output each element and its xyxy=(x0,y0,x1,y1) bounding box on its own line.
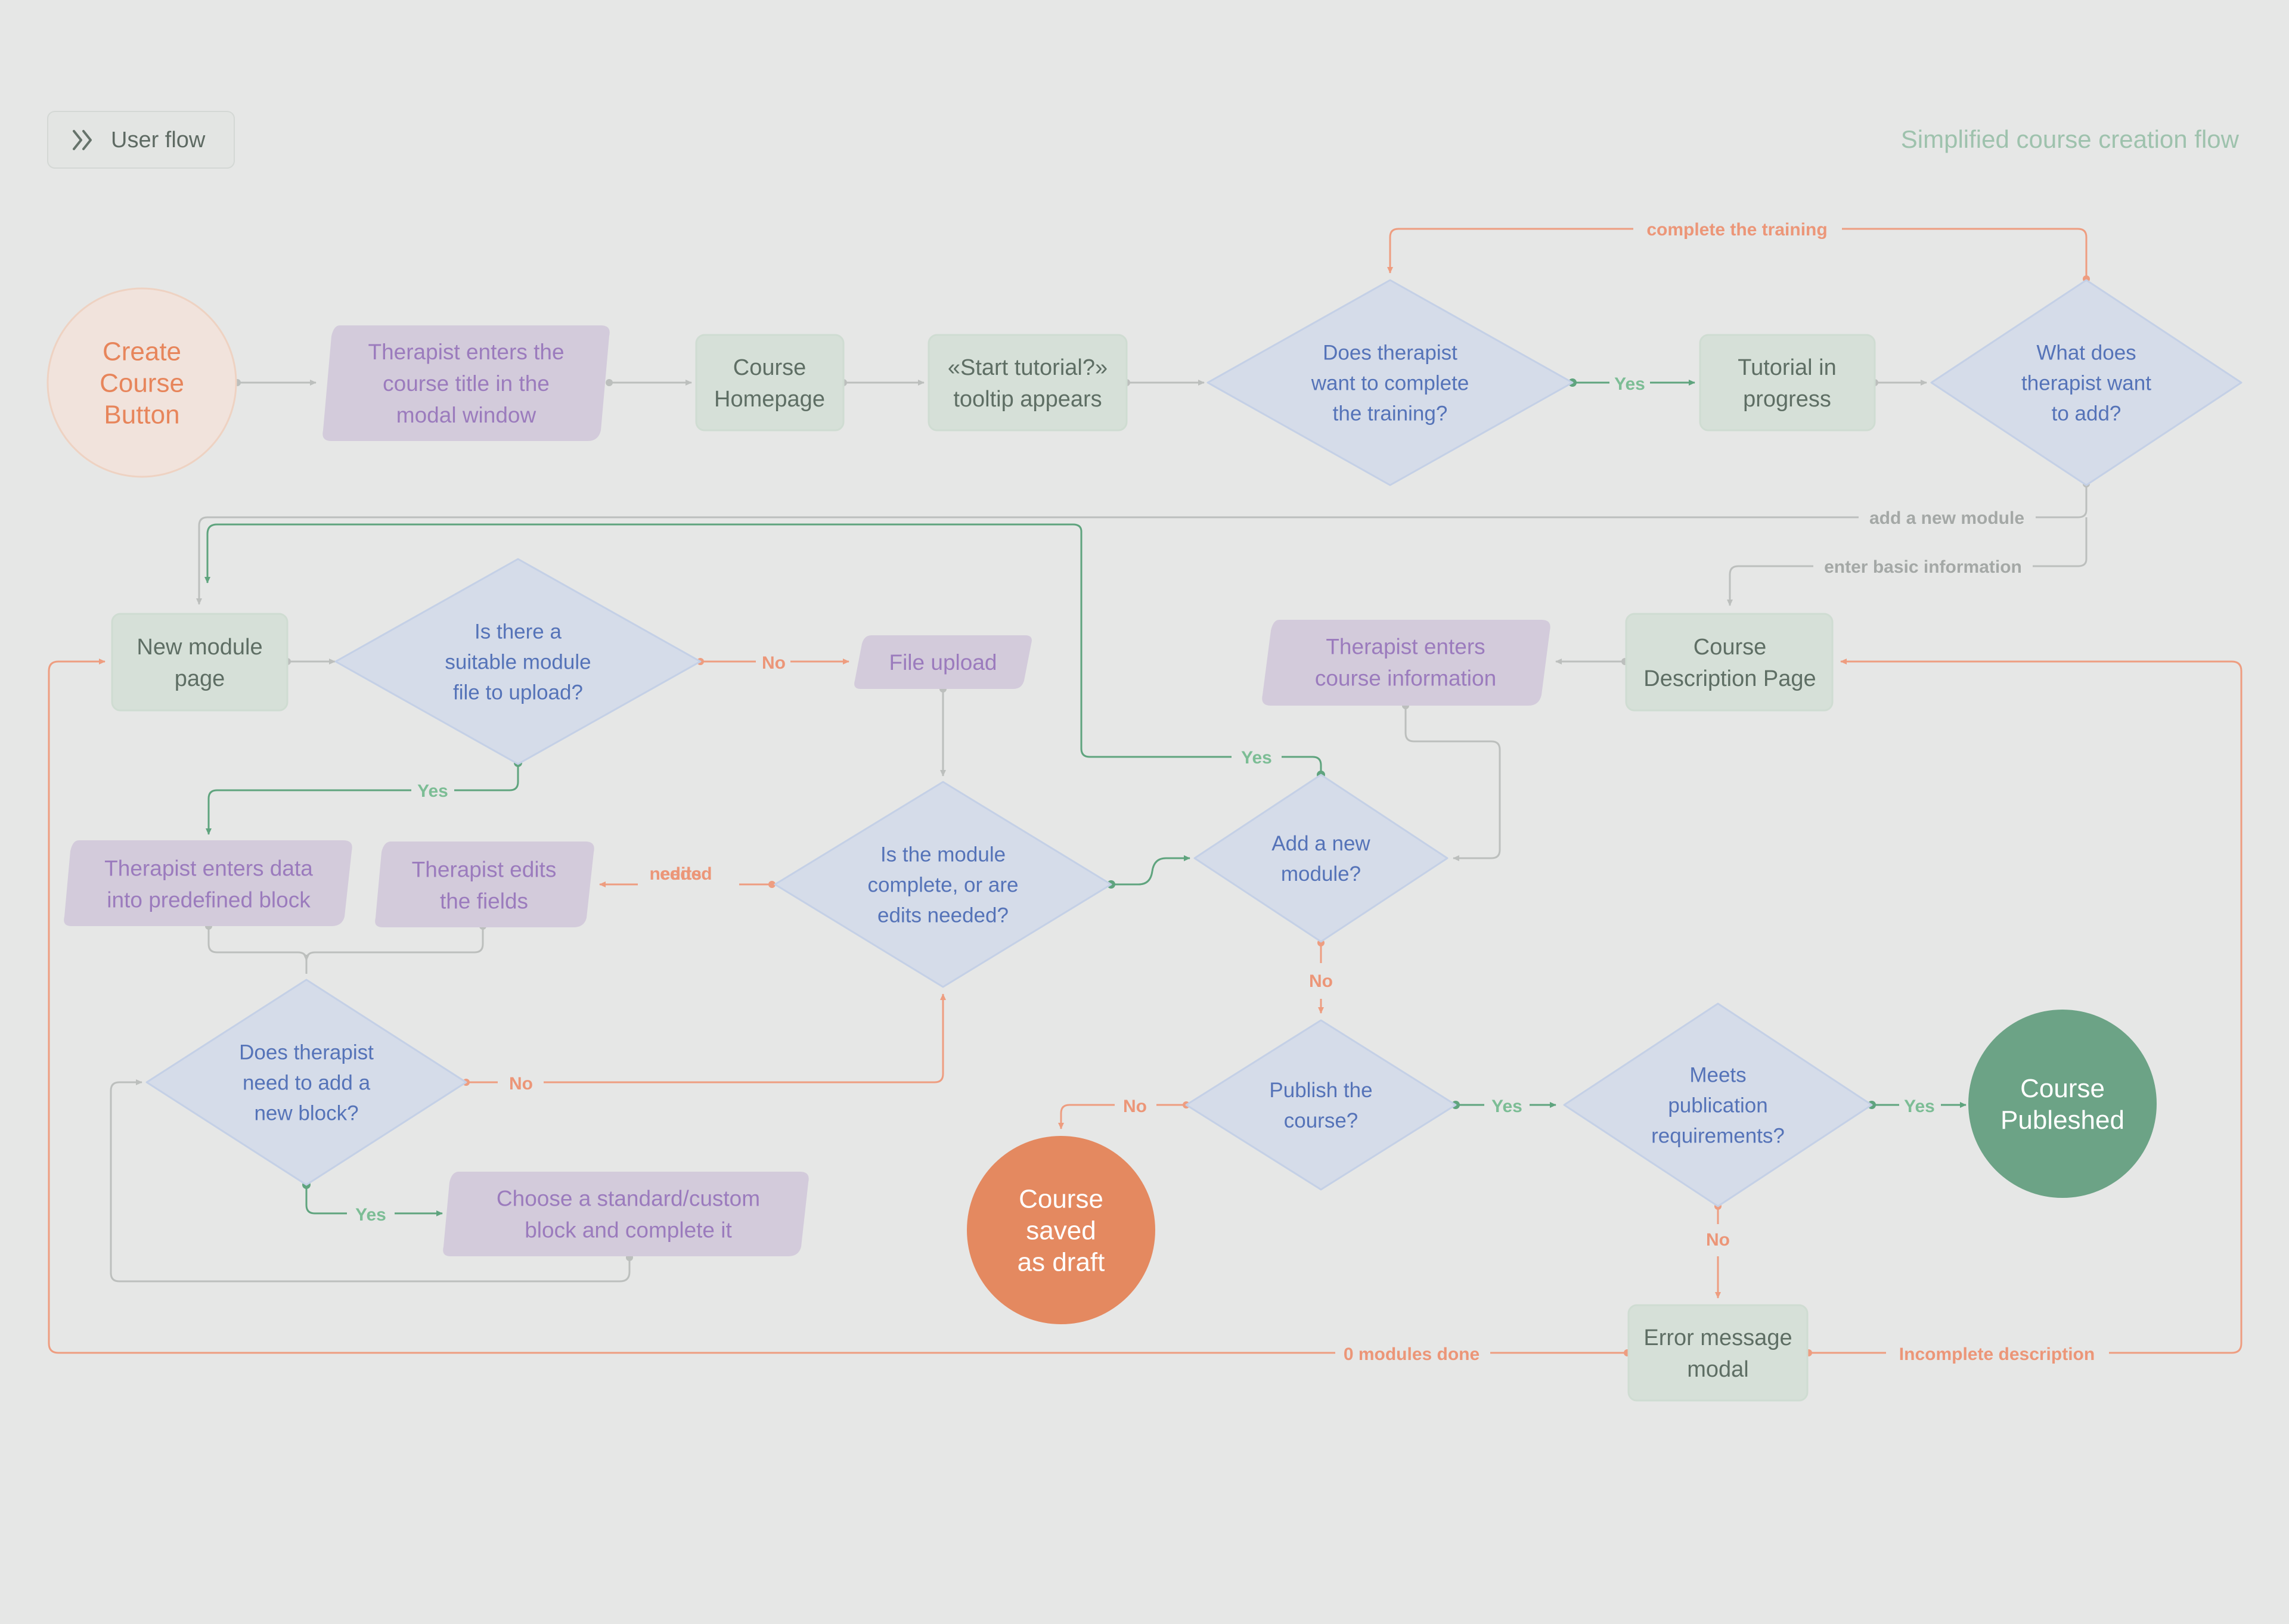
start-tutorial-label: «Start tutorial?»tooltip appears xyxy=(948,355,1108,412)
edge-incomplete-description xyxy=(1805,662,2243,1356)
edge-fileupload-to-complete xyxy=(939,685,947,777)
edge-homepage-to-tooltip xyxy=(840,379,925,386)
label-yes-file: Yes xyxy=(417,781,448,801)
edge-complete-training xyxy=(1390,228,2090,282)
label-incomplete-description: Incomplete description xyxy=(1899,1344,2095,1364)
edges xyxy=(48,228,2243,1356)
label-yes-training: Yes xyxy=(1614,374,1645,394)
edge-tutorial-to-whatadd xyxy=(1871,379,1927,386)
start-tutorial-node: «Start tutorial?»tooltip appears xyxy=(928,334,1128,431)
page-subtitle: Simplified course creation flow xyxy=(1901,125,2240,153)
label-edits-needed-text: editsneeded xyxy=(649,864,712,884)
label-yes-meets: Yes xyxy=(1904,1097,1935,1116)
label-yes-add-module: Yes xyxy=(1241,748,1272,768)
file-upload-node: File upload xyxy=(854,635,1032,689)
edge-zero-modules xyxy=(48,662,1631,1356)
label-no-file: No xyxy=(762,653,786,673)
label-no-meets: No xyxy=(1706,1230,1730,1250)
double-chevron-right-icon xyxy=(73,130,92,150)
user-flow-badge-label: User flow xyxy=(111,128,206,153)
edge-courseinfo-to-addmodule xyxy=(1402,702,1501,861)
label-no-add-module: No xyxy=(1309,971,1333,991)
label-no-publish: No xyxy=(1123,1097,1147,1116)
label-yes-block: Yes xyxy=(355,1205,386,1225)
edge-labels: complete the training Yes add a new modu… xyxy=(355,220,2095,1364)
label-yes-publish: Yes xyxy=(1491,1097,1522,1116)
edge-description-to-courseinfo xyxy=(1555,658,1629,665)
edge-no-meets xyxy=(1714,1203,1722,1298)
file-upload-label: File upload xyxy=(889,650,997,675)
label-basic-info: enter basic information xyxy=(1824,557,2022,577)
label-no-block: No xyxy=(509,1074,533,1094)
edge-complete-to-addmodule xyxy=(1107,855,1190,889)
edge-edits-needed xyxy=(600,881,776,888)
edge-no-block xyxy=(463,994,943,1086)
label-add-module: add a new module xyxy=(1869,508,2024,528)
edge-create-to-title xyxy=(234,379,317,386)
label-complete-training: complete the training xyxy=(1646,220,1827,240)
edge-basic-info xyxy=(1730,517,2088,605)
edge-tooltip-to-training xyxy=(1123,379,1205,386)
label-edits-needed: editsneeded xyxy=(649,864,712,884)
user-flow-badge[interactable]: User flow xyxy=(47,111,235,169)
edge-title-to-homepage xyxy=(606,379,692,386)
label-zero-modules: 0 modules done xyxy=(1344,1344,1480,1364)
edge-newmodule-to-suitable xyxy=(284,658,336,665)
edge-yes-file xyxy=(209,759,522,834)
edge-blocks-merge xyxy=(205,923,486,974)
